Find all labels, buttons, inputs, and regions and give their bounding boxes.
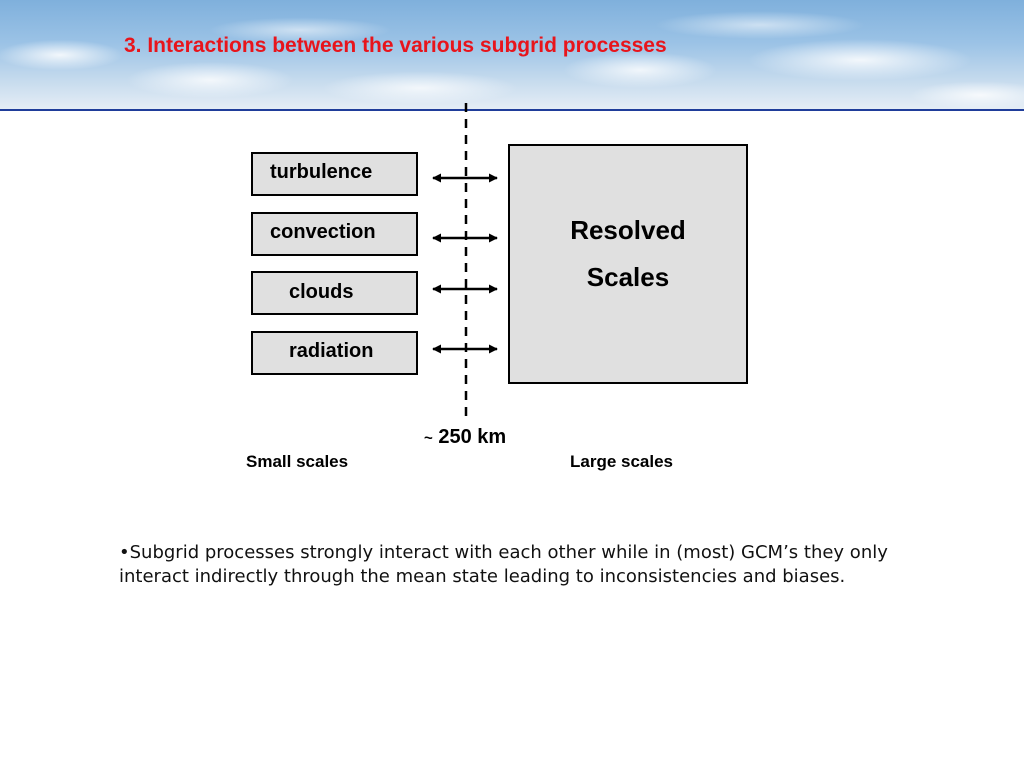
header-divider <box>0 109 1024 111</box>
resolved-line-1: Resolved <box>570 215 686 245</box>
process-label-turbulence: turbulence <box>270 161 373 183</box>
body-bullet-text: •Subgrid processes strongly interact wit… <box>119 542 888 587</box>
process-box-radiation <box>251 331 418 375</box>
process-box-clouds <box>251 271 418 315</box>
resolved-line-2: Scales <box>586 262 670 292</box>
header-banner <box>0 0 1024 110</box>
small-scales-label: Small scales <box>246 452 349 471</box>
boundary-scale-label: ~ 250 km <box>424 426 506 449</box>
boundary-value: 250 km <box>438 426 507 448</box>
process-box-turbulence <box>251 152 418 196</box>
resolved-scales-box <box>508 144 748 384</box>
process-label-clouds: clouds <box>289 281 354 303</box>
large-scales-label: Large scales <box>570 452 674 471</box>
process-label-radiation: radiation <box>289 340 374 362</box>
resolved-scales-label: Resolved Scales <box>509 215 747 293</box>
process-box-convection <box>251 212 418 256</box>
boundary-tilde: ~ <box>424 430 433 447</box>
slide-title: 3. Interactions between the various subg… <box>124 34 667 57</box>
process-label-convection: convection <box>270 221 376 243</box>
